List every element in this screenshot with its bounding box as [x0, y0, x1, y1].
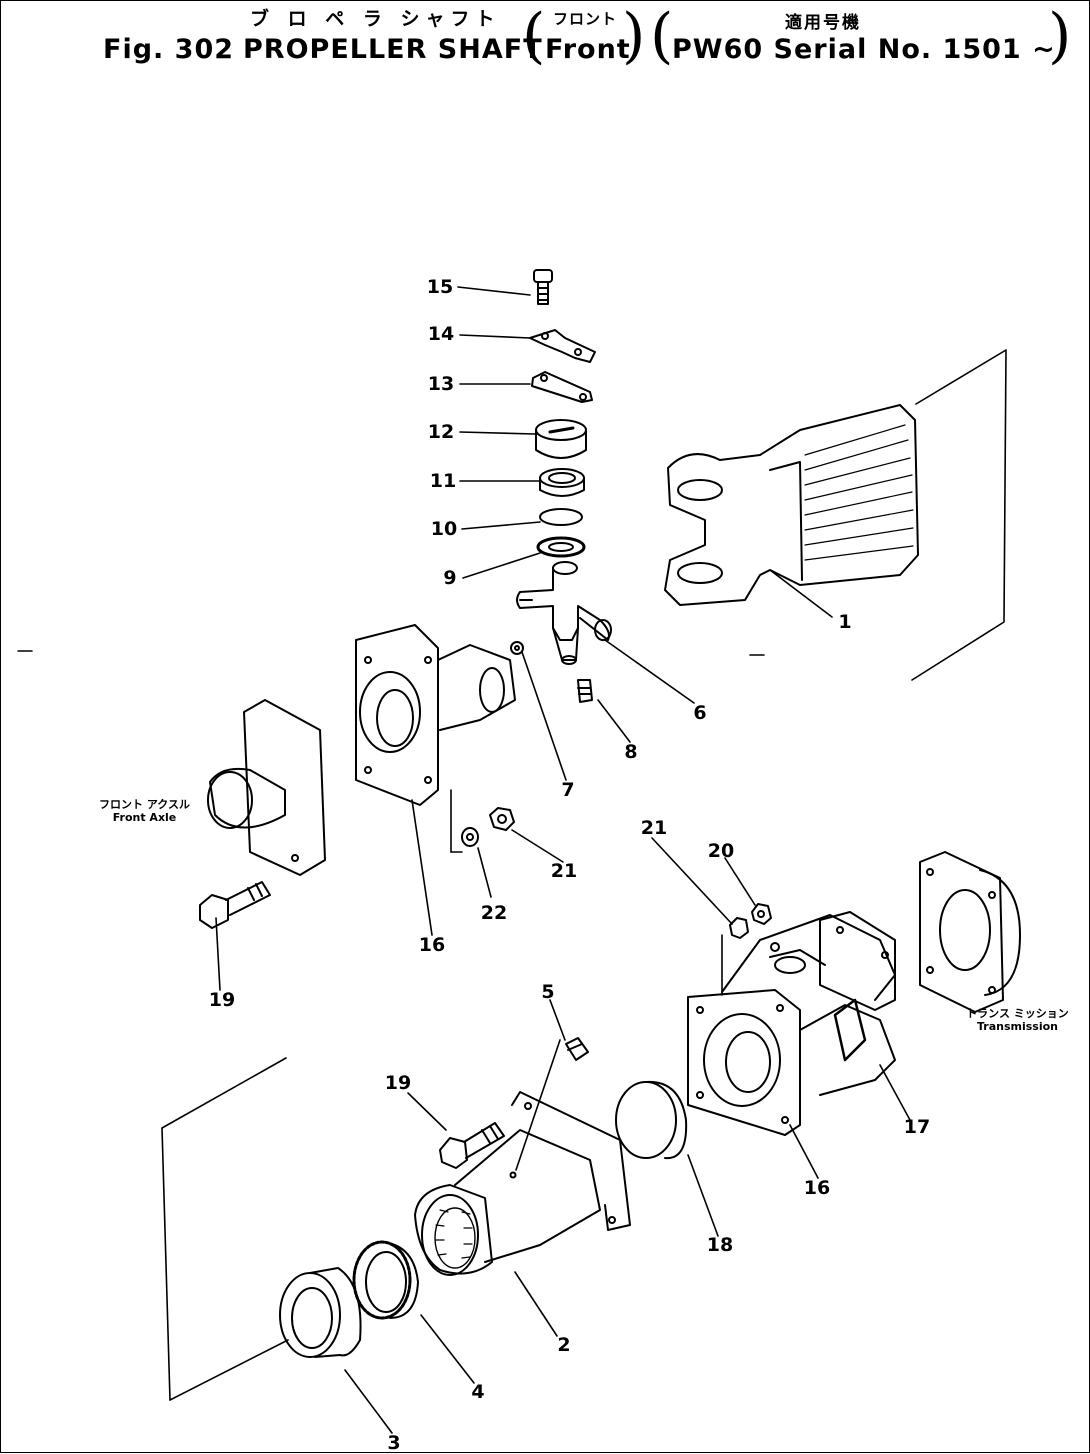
callout-5: 5 [541, 981, 555, 1003]
leader-lines [215, 286, 911, 1434]
applicable-japanese: 適用号機 [785, 13, 861, 33]
transmission-flange-drawing [919, 851, 1021, 1013]
front-label: Front [545, 34, 631, 65]
callout-19-upper: 19 [208, 989, 236, 1011]
callout-14: 14 [427, 323, 455, 345]
bolt-19-upper-drawing [199, 881, 271, 929]
callout-16-upper: 16 [418, 934, 446, 956]
flange-17-drawing [819, 911, 896, 1011]
figure-number: Fig. 302 [103, 34, 235, 65]
callout-10: 10 [430, 518, 458, 540]
callout-12: 12 [427, 421, 455, 443]
nut-21-left-drawing [489, 807, 515, 831]
front-axle-note-jp: フロント アクスル [99, 798, 190, 811]
reference-lines [17, 349, 1007, 1401]
callout-22: 22 [480, 902, 508, 924]
transmission-note-jp: トランス ミッション [966, 1007, 1069, 1020]
spider-6-drawing [516, 561, 612, 665]
callout-15: 15 [426, 276, 454, 298]
grease-nipple-8-drawing [577, 679, 593, 703]
title-japanese: ブ ロ ペ ラ シャフト [250, 8, 501, 30]
transmission-note: トランス ミッション Transmission [950, 1007, 1085, 1033]
strap-13-drawing [531, 371, 593, 403]
flange-yoke-16-upper-drawing [355, 624, 516, 806]
front-axle-note: フロント アクスル Front Axle [82, 798, 207, 824]
callout-19-lower: 19 [384, 1072, 412, 1094]
front-axle-note-en: Front Axle [112, 811, 177, 824]
transmission-note-en: Transmission [976, 1020, 1058, 1033]
callout-4: 4 [471, 1381, 485, 1403]
nipple-7-drawing [510, 641, 524, 655]
callout-13: 13 [427, 373, 455, 395]
front-japanese: フロント [553, 10, 618, 28]
callout-3: 3 [387, 1432, 401, 1454]
callout-9: 9 [443, 567, 457, 589]
cap-12-drawing [535, 419, 587, 459]
bolt-19-lower-drawing [439, 1122, 505, 1169]
front-axle-flange-drawing [207, 699, 326, 876]
callout-2: 2 [557, 1334, 571, 1356]
cap-18-drawing [615, 1080, 688, 1160]
washer-22-drawing [461, 827, 479, 847]
bearing-cup-3-drawing [279, 1267, 362, 1358]
paren-right-2: ) [1048, 1, 1072, 71]
yoke-shaft-1-drawing [664, 404, 919, 606]
callout-11: 11 [429, 470, 457, 492]
lock-plate-14-drawing [529, 329, 596, 363]
serial-label: PW60 Serial No. 1501 ~ [672, 34, 1056, 65]
nut-21-right-drawing [729, 917, 749, 939]
sleeve-2-drawing [414, 1091, 631, 1276]
callout-21-left: 21 [550, 860, 578, 882]
callout-1: 1 [838, 611, 852, 633]
callout-20: 20 [707, 840, 735, 862]
callout-16-lower: 16 [803, 1177, 831, 1199]
callout-17: 17 [903, 1116, 931, 1138]
nut-20-drawing [751, 903, 772, 925]
callout-6: 6 [693, 702, 707, 724]
paren-left-1: ( [522, 1, 546, 71]
ring-10-drawing [539, 508, 583, 526]
seal-9-drawing [536, 536, 586, 558]
callout-8: 8 [624, 741, 638, 763]
bolt-15-drawing [533, 269, 553, 305]
bearing-11-drawing [539, 468, 585, 497]
needle-ring-4-drawing [352, 1240, 419, 1320]
paren-right-1: ) [622, 1, 646, 71]
callout-18: 18 [706, 1234, 734, 1256]
callout-7: 7 [561, 779, 575, 801]
page-title: PROPELLER SHAFT [243, 34, 543, 65]
callout-21-right: 21 [640, 817, 668, 839]
flange-yoke-16-lower-drawing [687, 914, 896, 1136]
paren-left-2: ( [650, 1, 674, 71]
grease-nipple-5-drawing [565, 1037, 589, 1061]
